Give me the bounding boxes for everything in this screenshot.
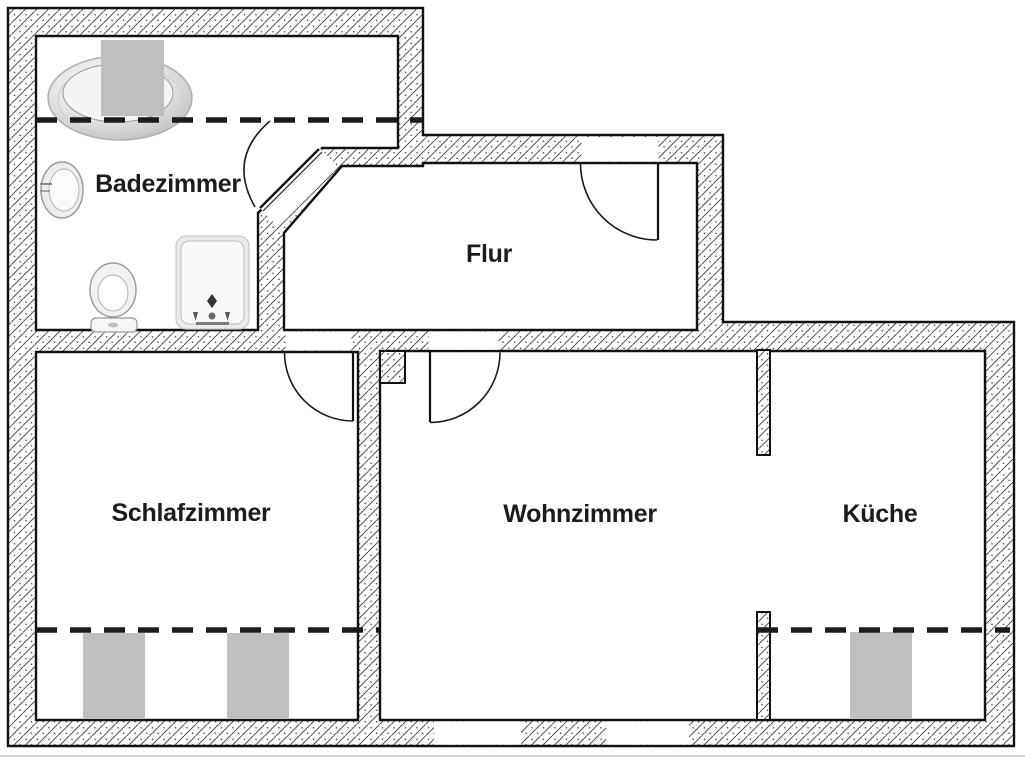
room-label-schlafzimmer: Schlafzimmer	[112, 499, 272, 527]
livingroom-window-opening-left	[434, 721, 521, 745]
toilet-icon	[89, 262, 138, 333]
bedroom-door-opening	[285, 331, 352, 351]
entrance-door	[579, 163, 660, 241]
room-label-wohnzimmer: Wohnzimmer	[503, 500, 657, 528]
livingroom-door-arc	[429, 352, 501, 424]
room-label-kueche: Küche	[843, 500, 918, 528]
wall-stub-kitchen-lower	[756, 611, 771, 721]
roof-slope-lines	[36, 117, 1010, 633]
shower-icon	[175, 235, 250, 330]
room-label-flur: Flur	[466, 240, 513, 268]
bedroom-door	[283, 352, 355, 422]
wall-stub-kitchen-upper	[756, 349, 771, 456]
bedroom-window-marker-left	[83, 633, 145, 718]
bathroom-door-arc	[243, 120, 271, 208]
sink-icon	[40, 161, 84, 219]
entrance-door-opening	[581, 137, 659, 162]
bedroom-door-arc	[283, 352, 354, 422]
livingroom-window-opening-right	[606, 721, 689, 745]
bedroom-window-marker-right	[227, 633, 289, 718]
livingroom-door-opening	[428, 331, 499, 350]
wall-stub-bedroom-door-jamb	[379, 350, 406, 384]
bathroom-window-marker	[101, 40, 164, 116]
room-label-badezimmer: Badezimmer	[95, 170, 241, 198]
livingroom-door	[428, 352, 501, 424]
entrance-door-arc	[579, 163, 658, 241]
bathroom-door	[243, 120, 338, 227]
kitchen-window-marker	[850, 632, 912, 718]
